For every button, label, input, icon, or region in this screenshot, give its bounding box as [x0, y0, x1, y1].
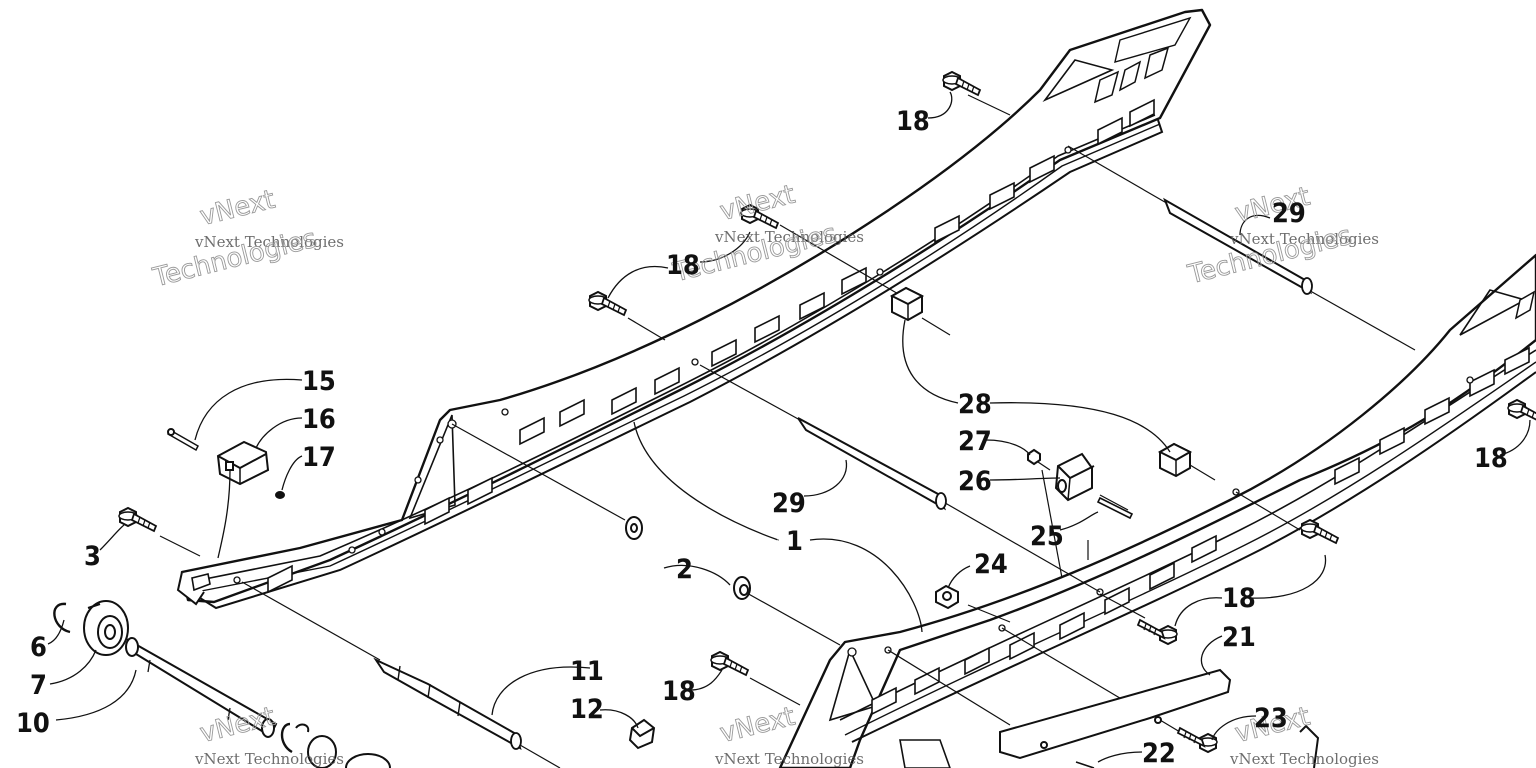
callout-25: 25 — [1030, 521, 1064, 552]
watermark-line1: vNext — [717, 702, 798, 749]
callout-27: 27 — [958, 426, 992, 457]
callout-15: 15 — [302, 366, 336, 397]
callout-11: 11 — [570, 656, 604, 687]
callout-7: 7 — [30, 670, 47, 701]
callout-29: 29 — [1272, 198, 1306, 229]
callout-18: 18 — [662, 676, 696, 707]
callout-18: 18 — [1222, 583, 1256, 614]
callout-16: 16 — [302, 404, 336, 435]
callout-3: 3 — [84, 541, 101, 572]
leader-lines — [47, 91, 1531, 763]
left-slide-rail — [176, 8, 1212, 610]
callout-10: 10 — [16, 708, 50, 739]
watermark-line2: vNext Technologies — [1229, 230, 1379, 248]
callout-24: 24 — [974, 549, 1008, 580]
watermark-line1: vNext — [197, 185, 278, 232]
callout-28: 28 — [958, 389, 992, 420]
callout-1: 1 — [786, 526, 803, 557]
callout-18: 18 — [666, 250, 700, 281]
callout-6: 6 — [30, 632, 47, 663]
watermark-line2: vNext Technologies — [194, 750, 344, 768]
callout-18: 18 — [896, 106, 930, 137]
callout-22: 22 — [1142, 738, 1176, 768]
watermark-line2: vNext Technologies — [714, 228, 864, 246]
callout-29: 29 — [772, 488, 806, 519]
callout-labels: 18 18 29 15 16 17 28 27 26 29 18 3 25 1 … — [16, 106, 1508, 768]
watermark-line2: vNext Technologies — [1229, 750, 1379, 768]
callout-23: 23 — [1254, 703, 1288, 734]
hardware-parts — [53, 71, 1536, 768]
watermark-line2: vNext Technologies — [714, 750, 864, 768]
right-slide-rail — [778, 253, 1536, 768]
cross-shafts — [159, 94, 1416, 768]
callout-21: 21 — [1222, 622, 1256, 653]
callout-26: 26 — [958, 466, 992, 497]
watermark-group: vNext vNext Technologies Technologies vN… — [149, 179, 1379, 768]
callout-2: 2 — [676, 554, 693, 585]
watermark-line2: vNext Technologies — [194, 233, 344, 251]
callout-18: 18 — [1474, 443, 1508, 474]
callout-12: 12 — [570, 694, 604, 725]
callout-17: 17 — [302, 442, 336, 473]
